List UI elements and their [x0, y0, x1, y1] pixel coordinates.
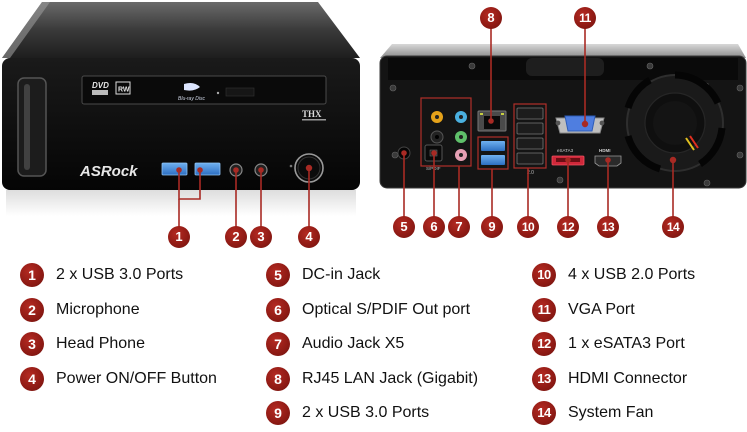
- legend-item: 6 Optical S/PDIF Out port: [266, 293, 478, 328]
- legend-badge: 10: [532, 263, 556, 288]
- rear-lid: [380, 44, 746, 58]
- legend-badge: 1: [20, 263, 44, 288]
- legend-label: 4 x USB 2.0 Ports: [568, 266, 696, 284]
- legend-label: VGA Port: [568, 300, 635, 318]
- thx-logo: THX: [302, 109, 322, 119]
- callout-badge-14: 14: [662, 216, 684, 238]
- legend-label: System Fan: [568, 404, 654, 422]
- legend-badge: 8: [266, 366, 290, 391]
- rear-usb2-port-2[interactable]: [516, 122, 544, 135]
- legend-item: 11 VGA Port: [532, 293, 695, 328]
- callout-badge-3: 3: [250, 226, 272, 248]
- legend-badge: 4: [20, 366, 44, 391]
- system-fan[interactable]: [624, 71, 726, 173]
- front-view: DVD RW Blu-ray Disc THX ASRock: [2, 2, 360, 227]
- legend-label: DC-in Jack: [302, 266, 381, 284]
- callout-badge-4: 4: [298, 226, 320, 248]
- legend-label: 2 x USB 3.0 Ports: [56, 266, 184, 284]
- callout-badge-2: 2: [225, 226, 247, 248]
- rear-usb2-group: [513, 103, 547, 169]
- callout-badge-8: 8: [480, 7, 502, 29]
- esata-label: eSATA3: [557, 148, 574, 153]
- legend-badge: 2: [20, 297, 44, 322]
- product-diagram: DVD RW Blu-ray Disc THX ASRock: [2, 2, 747, 248]
- audio-jack-group: [420, 97, 472, 167]
- legend-item: 5 DC-in Jack: [266, 258, 478, 293]
- legend-badge: 9: [266, 401, 290, 426]
- legend-item: 7 Audio Jack X5: [266, 327, 478, 362]
- legend-column-front: 1 2 x USB 3.0 Ports 2 Microphone 3 Head …: [20, 258, 217, 396]
- front-handle: [17, 77, 47, 177]
- callout-badge-10: 10: [517, 216, 539, 238]
- legend-item: 12 1 x eSATA3 Port: [532, 327, 695, 362]
- callout-badge-6: 6: [423, 216, 445, 238]
- legend-badge: 7: [266, 332, 290, 357]
- legend-label: RJ45 LAN Jack (Gigabit): [302, 369, 479, 387]
- legend-badge: 11: [532, 297, 556, 322]
- hdmi-label: HDMI: [599, 148, 611, 153]
- callout-badge-13: 13: [597, 216, 619, 238]
- dvd-logo: DVD: [92, 81, 109, 90]
- legend-label: 2 x USB 3.0 Ports: [302, 404, 430, 422]
- callout-badge-12: 12: [557, 216, 579, 238]
- legend-label: HDMI Connector: [568, 369, 688, 387]
- legend-item: 3 Head Phone: [20, 327, 217, 362]
- callout-badge-9: 9: [481, 216, 503, 238]
- legend-badge: 13: [532, 366, 556, 391]
- asrock-logo: ASRock: [79, 163, 138, 180]
- legend-label: Optical S/PDIF Out port: [302, 300, 471, 318]
- front-callout-lines: [176, 164, 313, 227]
- legend-item: 10 4 x USB 2.0 Ports: [532, 258, 695, 293]
- legend-label: Audio Jack X5: [302, 335, 405, 353]
- legend-item: 14 System Fan: [532, 396, 695, 431]
- usb2-label: 2.0: [527, 170, 534, 176]
- legend-badge: 3: [20, 332, 44, 357]
- legend-item: 9 2 x USB 3.0 Ports: [266, 396, 478, 431]
- legend-item: 13 HDMI Connector: [532, 362, 695, 397]
- callout-badge-5: 5: [393, 216, 415, 238]
- callout-badge-11: 11: [574, 7, 596, 29]
- rear-usb3-port-a[interactable]: [481, 141, 505, 151]
- legend-column-rear-b: 10 4 x USB 2.0 Ports 11 VGA Port 12 1 x …: [532, 258, 695, 431]
- legend-item: 4 Power ON/OFF Button: [20, 362, 217, 397]
- callout-badge-7: 7: [448, 216, 470, 238]
- legend-item: 8 RJ45 LAN Jack (Gigabit): [266, 362, 478, 397]
- legend-badge: 5: [266, 263, 290, 288]
- legend-label: Microphone: [56, 300, 140, 318]
- front-lid: [2, 2, 360, 58]
- legend-badge: 6: [266, 297, 290, 322]
- rear-usb3-group: [477, 136, 509, 170]
- rear-callout-lines: [401, 28, 677, 227]
- device-illustration: DVD RW Blu-ray Disc THX ASRock: [2, 2, 747, 227]
- legend-label: Power ON/OFF Button: [56, 369, 217, 387]
- legend-label: Head Phone: [56, 335, 145, 353]
- callout-badge-1: 1: [168, 226, 190, 248]
- legend: 1 2 x USB 3.0 Ports 2 Microphone 3 Head …: [0, 258, 747, 432]
- rear-usb2-port-3[interactable]: [516, 137, 544, 150]
- legend-item: 2 Microphone: [20, 293, 217, 328]
- bluray-logo: Blu-ray Disc: [178, 96, 205, 102]
- rear-usb2-port-4[interactable]: [516, 152, 544, 165]
- front-usb3-port-a[interactable]: [161, 162, 188, 176]
- rear-usb2-port-1[interactable]: [516, 107, 544, 120]
- legend-label: 1 x eSATA3 Port: [568, 335, 685, 353]
- legend-column-rear-a: 5 DC-in Jack 6 Optical S/PDIF Out port 7…: [266, 258, 478, 431]
- legend-item: 1 2 x USB 3.0 Ports: [20, 258, 217, 293]
- legend-badge: 14: [532, 401, 556, 426]
- optical-drive-bay[interactable]: [81, 75, 327, 105]
- bluray-icon: [184, 83, 200, 91]
- rear-usb3-port-b[interactable]: [481, 155, 505, 165]
- legend-badge: 12: [532, 332, 556, 357]
- rw-logo: RW: [118, 87, 130, 94]
- vga-port[interactable]: [564, 115, 596, 132]
- rear-view: S/PDIF: [379, 28, 747, 227]
